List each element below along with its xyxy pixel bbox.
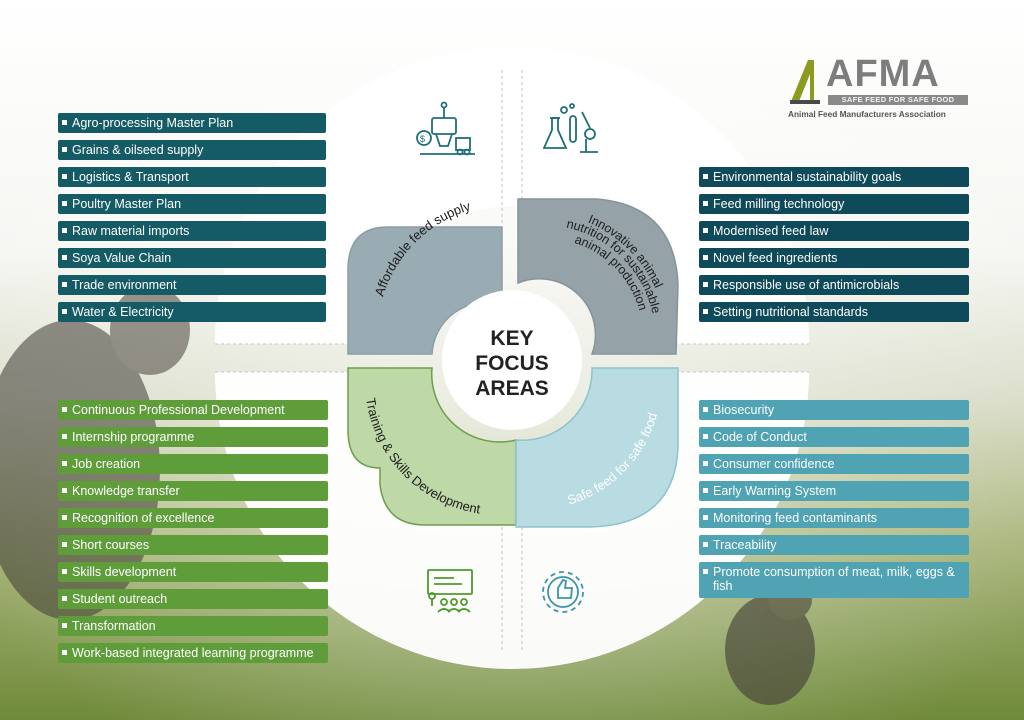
afma-full-name: Animal Feed Manufacturers Association <box>788 109 946 119</box>
topic-item[interactable]: Work-based integrated learning programme <box>58 643 328 663</box>
topic-item[interactable]: Responsible use of antimicrobials <box>699 275 969 295</box>
topic-item[interactable]: Early Warning System <box>699 481 969 501</box>
topic-item[interactable]: Poultry Master Plan <box>58 194 326 214</box>
topic-item[interactable]: Logistics & Transport <box>58 167 326 187</box>
outer-segment-tl <box>215 47 512 344</box>
quadrant-training-skills[interactable] <box>347 367 517 526</box>
topic-item[interactable]: Setting nutritional standards <box>699 302 969 322</box>
afma-logo-tagline: SAFE FEED FOR SAFE FOOD <box>828 95 968 105</box>
afma-logo-mark <box>790 60 820 104</box>
topic-item[interactable]: Trade environment <box>58 275 326 295</box>
topic-item[interactable]: Consumer confidence <box>699 454 969 474</box>
center-circle <box>442 290 582 430</box>
topic-item[interactable]: Job creation <box>58 454 328 474</box>
topic-item[interactable]: Promote consumption of meat, milk, eggs … <box>699 562 969 598</box>
topic-item[interactable]: Knowledge transfer <box>58 481 328 501</box>
topic-item[interactable]: Traceability <box>699 535 969 555</box>
topic-item[interactable]: Internship programme <box>58 427 328 447</box>
center-line-2: FOCUS <box>475 352 549 375</box>
topic-item[interactable]: Code of Conduct <box>699 427 969 447</box>
afma-logo-name: AFMA <box>826 53 940 95</box>
topic-item[interactable]: Continuous Professional Development <box>58 400 328 420</box>
topic-item[interactable]: Feed milling technology <box>699 194 969 214</box>
center-line-3: AREAS <box>475 377 549 400</box>
topic-item[interactable]: Modernised feed law <box>699 221 969 241</box>
topic-item[interactable]: Agro-processing Master Plan <box>58 113 326 133</box>
topic-item[interactable]: Raw material imports <box>58 221 326 241</box>
quadrant-safe-feed[interactable] <box>515 367 679 528</box>
gear-thumbs-up-icon <box>542 571 584 613</box>
topic-item[interactable]: Grains & oilseed supply <box>58 140 326 160</box>
svg-text:$: $ <box>420 134 425 144</box>
afma-logo: AFMA SAFE FEED FOR SAFE FOOD Animal Feed… <box>788 53 974 122</box>
topic-item[interactable]: Monitoring feed contaminants <box>699 508 969 528</box>
topic-item[interactable]: Biosecurity <box>699 400 969 420</box>
classroom-presentation-icon <box>427 569 473 613</box>
topic-item[interactable]: Water & Electricity <box>58 302 326 322</box>
topic-item[interactable]: Skills development <box>58 562 328 582</box>
quadrant-innovative-nutrition[interactable] <box>517 198 679 355</box>
topic-item[interactable]: Novel feed ingredients <box>699 248 969 268</box>
topic-item[interactable]: Recognition of excellence <box>58 508 328 528</box>
topic-item[interactable]: Environmental sustainability goals <box>699 167 969 187</box>
feed-mill-icon: $ <box>416 101 475 156</box>
topic-item[interactable]: Student outreach <box>58 589 328 609</box>
center-line-1: KEY <box>490 327 533 350</box>
laboratory-icon <box>542 103 598 153</box>
topic-item[interactable]: Short courses <box>58 535 328 555</box>
topic-item[interactable]: Soya Value Chain <box>58 248 326 268</box>
topic-item[interactable]: Transformation <box>58 616 328 636</box>
